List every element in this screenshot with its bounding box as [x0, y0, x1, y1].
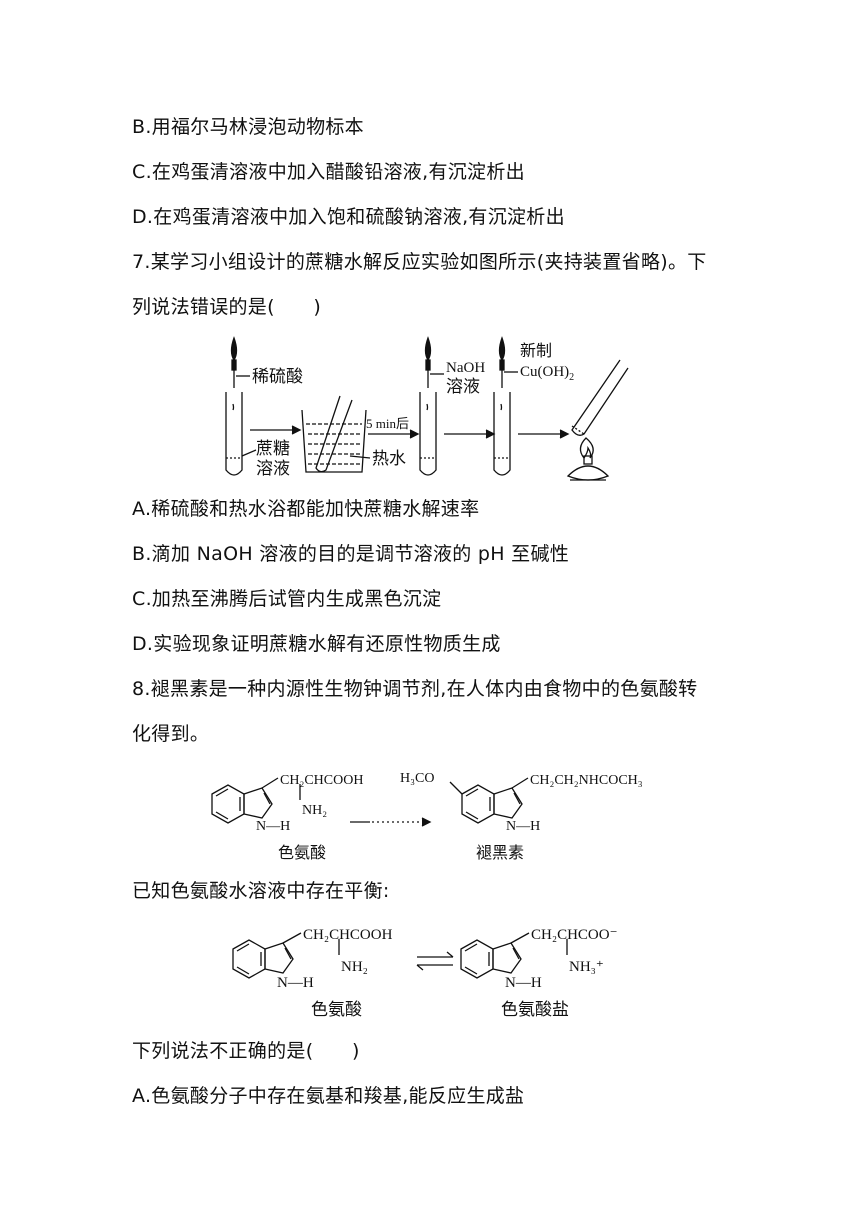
question-7-stem: 7.某学习小组设计的蔗糖水解反应实验如图所示(夹持装置省略)。下 [132, 251, 707, 273]
melatonin-meo-label: H₃CO [400, 771, 434, 786]
tryptophan-name: 色氨酸 [278, 844, 326, 862]
tryptophan-to-melatonin-figure: CH₂CHCOOH NH₂ N—H H₃CO CH₂CH₂NHCOCH₃ N—H… [211, 771, 643, 862]
option-c-q6: C.在鸡蛋清溶液中加入醋酸铅溶液,有沉淀析出 [132, 161, 525, 183]
eq-salt-nh3-label: NH₃⁺ [569, 959, 604, 975]
question-8-stem: 8.褪黑素是一种内源性生物钟调节剂,在人体内由食物中的色氨酸转 [132, 678, 698, 700]
eq-trp-nh2-label: NH₂ [341, 959, 368, 975]
option-b-q6: B.用福尔马林浸泡动物标本 [132, 116, 364, 138]
naoh-label-1: NaOH [446, 360, 485, 376]
eq-trp-nh-label: N—H [277, 975, 314, 991]
sucrose-label-1: 蔗糖 [256, 439, 290, 458]
fresh-label: 新制 [520, 342, 552, 360]
trp-nh-label: N—H [256, 819, 290, 834]
option-a-q8: A.色氨酸分子中存在氨基和羧基,能反应生成盐 [132, 1085, 525, 1107]
eq-trp-chain-label: CH₂CHCOOH [303, 927, 393, 943]
eq-tryptophan-name: 色氨酸 [311, 1000, 362, 1019]
melatonin-nh-label: N—H [506, 819, 540, 834]
dilute-sulfuric-acid-label: 稀硫酸 [252, 367, 303, 386]
option-b-q7: B.滴加 NaOH 溶液的目的是调节溶液的 pH 至碱性 [132, 543, 570, 565]
sucrose-label-2: 溶液 [256, 459, 290, 478]
question-8-ask: 下列说法不正确的是( ) [132, 1040, 360, 1062]
sucrose-hydrolysis-figure: 稀硫酸 蔗糖 溶液 5 min后 热水 NaOH 溶液 新制 Cu(OH)2 [225, 336, 629, 481]
trp-chain-label: CH₂CHCOOH [280, 773, 363, 788]
tryptophan-equilibrium-figure: CH₂CHCOOH NH₂ N—H CH₂CHCOO⁻ NH₃⁺ N—H 色氨酸… [232, 927, 618, 1019]
option-d-q6: D.在鸡蛋清溶液中加入饱和硫酸钠溶液,有沉淀析出 [132, 206, 565, 228]
naoh-label-2: 溶液 [446, 377, 480, 396]
eq-salt-name: 色氨酸盐 [501, 1000, 569, 1019]
eq-salt-nh-label: N—H [505, 975, 542, 991]
question-8-stem-cont: 化得到。 [132, 723, 210, 745]
cuoh2-label: Cu(OH)2 [520, 364, 574, 383]
five-min-label: 5 min后 [366, 416, 409, 431]
eq-salt-chain-label: CH₂CHCOO⁻ [531, 927, 618, 943]
melatonin-chain-label: CH₂CH₂NHCOCH₃ [530, 773, 643, 788]
equilibrium-intro: 已知色氨酸水溶液中存在平衡: [132, 880, 390, 902]
melatonin-name: 褪黑素 [476, 844, 524, 862]
question-7-stem-cont: 列说法错误的是( ) [132, 296, 322, 318]
hot-water-label: 热水 [372, 449, 406, 468]
option-d-q7: D.实验现象证明蔗糖水解有还原性物质生成 [132, 633, 501, 655]
option-c-q7: C.加热至沸腾后试管内生成黑色沉淀 [132, 588, 442, 610]
trp-nh2-label: NH₂ [302, 803, 327, 818]
option-a-q7: A.稀硫酸和热水浴都能加快蔗糖水解速率 [132, 498, 480, 520]
